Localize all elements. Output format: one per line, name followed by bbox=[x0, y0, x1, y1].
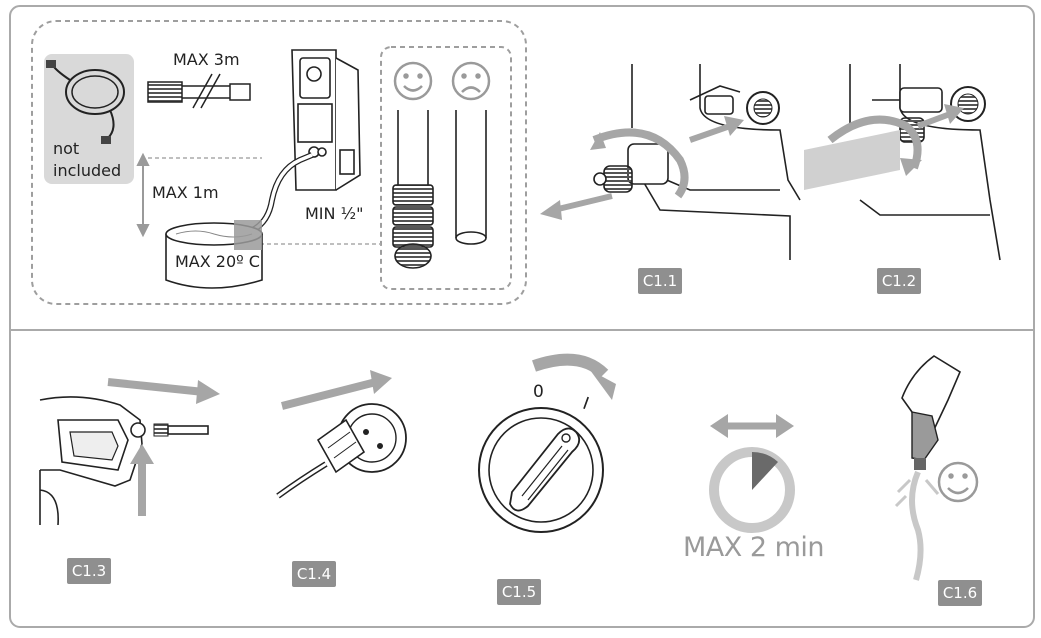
step-tag-c1-1: C1.1 bbox=[638, 268, 682, 294]
step-c1-2-illustration bbox=[804, 64, 1001, 261]
happy-face-icon bbox=[393, 61, 433, 101]
water-bucket bbox=[165, 220, 263, 289]
outer-frame bbox=[9, 5, 1035, 628]
hose-length-icon bbox=[147, 73, 251, 109]
step-tag-c1-3: C1.3 bbox=[67, 558, 111, 584]
step-c1-1-illustration bbox=[540, 64, 801, 260]
step-tag-c1-5: C1.5 bbox=[497, 579, 541, 605]
step-c1-5-illustration bbox=[478, 353, 616, 533]
max-hose-length-label: MAX 3m bbox=[173, 50, 240, 69]
pressure-washer-machine bbox=[291, 49, 361, 191]
min-diameter-label: MIN ½" bbox=[305, 204, 364, 223]
max-height-arrow bbox=[136, 152, 150, 238]
hose-with-filter bbox=[392, 110, 434, 269]
max-time-label: MAX 2 min bbox=[683, 532, 825, 563]
step-tag-c1-2: C1.2 bbox=[877, 268, 921, 294]
filter-comparison-frame bbox=[380, 46, 512, 290]
happy-face-icon bbox=[937, 461, 979, 503]
hose-without-filter bbox=[455, 110, 487, 245]
not-included-line1: not bbox=[53, 139, 80, 158]
timer-icon bbox=[709, 414, 795, 533]
not-included-line2: included bbox=[53, 161, 122, 180]
not-included-label: not included bbox=[53, 138, 121, 182]
max-height-label: MAX 1m bbox=[152, 183, 219, 202]
sad-face-icon bbox=[451, 61, 491, 101]
step-tag-c1-4: C1.4 bbox=[292, 561, 336, 587]
step-c1-3-illustration bbox=[39, 378, 220, 526]
step-tag-c1-6: C1.6 bbox=[938, 580, 982, 606]
max-temperature-label: MAX 20º C bbox=[175, 252, 260, 271]
step-c1-4-illustration bbox=[276, 370, 407, 499]
step-c1-6-illustration bbox=[894, 355, 979, 581]
garden-hose-not-included bbox=[44, 54, 134, 184]
switch-off-label: 0 bbox=[533, 382, 544, 402]
